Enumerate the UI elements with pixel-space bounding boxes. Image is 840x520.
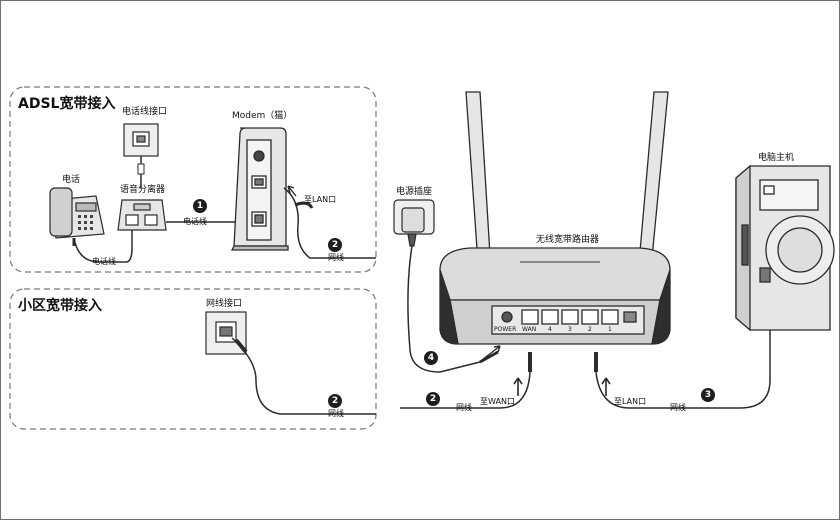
port-3-label: 3 xyxy=(568,326,572,333)
port-2-label: 2 xyxy=(588,326,592,333)
phone-jack-icon xyxy=(123,123,159,157)
community-section-box xyxy=(9,288,377,430)
port-wan-label: WAN xyxy=(522,326,537,333)
community-section-title: 小区宽带接入 xyxy=(18,298,102,314)
to-wan-label: 至WAN口 xyxy=(480,397,515,406)
pc-label: 电脑主机 xyxy=(758,153,795,163)
wall-jack-icon xyxy=(205,311,247,355)
phone-label: 电话 xyxy=(62,175,81,185)
step-2-badge-router: 2 xyxy=(426,392,440,406)
router-label: 无线宽带路由器 xyxy=(536,235,600,245)
phone-line-label-1: 电话线 xyxy=(183,217,207,226)
step-1-badge: 1 xyxy=(193,199,207,213)
router-icon xyxy=(439,91,671,345)
power-adapter-icon xyxy=(393,199,435,247)
step-3-badge: 3 xyxy=(701,388,715,402)
phone-line-label-2: 电话线 xyxy=(92,257,116,266)
step-2-badge-community: 2 xyxy=(328,394,342,408)
power-adapter-label: 电源插座 xyxy=(396,187,433,197)
phone-jack-label: 电话线接口 xyxy=(122,107,168,117)
splitter-icon xyxy=(117,199,167,231)
net-line-label-2: 网线 xyxy=(328,409,344,418)
telephone-icon xyxy=(49,187,105,239)
net-line-label-4: 网线 xyxy=(670,403,686,412)
to-lan-label: 至LAN口 xyxy=(614,397,647,406)
pc-tower-icon xyxy=(735,164,835,332)
net-line-label-3: 网线 xyxy=(456,403,472,412)
step-4-badge: 4 xyxy=(424,351,438,365)
modem-label: Modem（猫） xyxy=(232,111,293,121)
adsl-section-title: ADSL宽带接入 xyxy=(18,96,116,112)
modem-to-lan-label: 至LAN口 xyxy=(304,195,337,204)
port-4-label: 4 xyxy=(548,326,552,333)
port-1-label: 1 xyxy=(608,326,612,333)
wall-jack-label: 网线接口 xyxy=(206,299,243,309)
net-line-label-1: 网线 xyxy=(328,253,344,262)
modem-icon xyxy=(230,127,289,251)
port-power-label: POWER xyxy=(494,326,517,333)
step-2-badge-adsl: 2 xyxy=(328,238,342,252)
splitter-label: 语音分离器 xyxy=(120,185,166,195)
